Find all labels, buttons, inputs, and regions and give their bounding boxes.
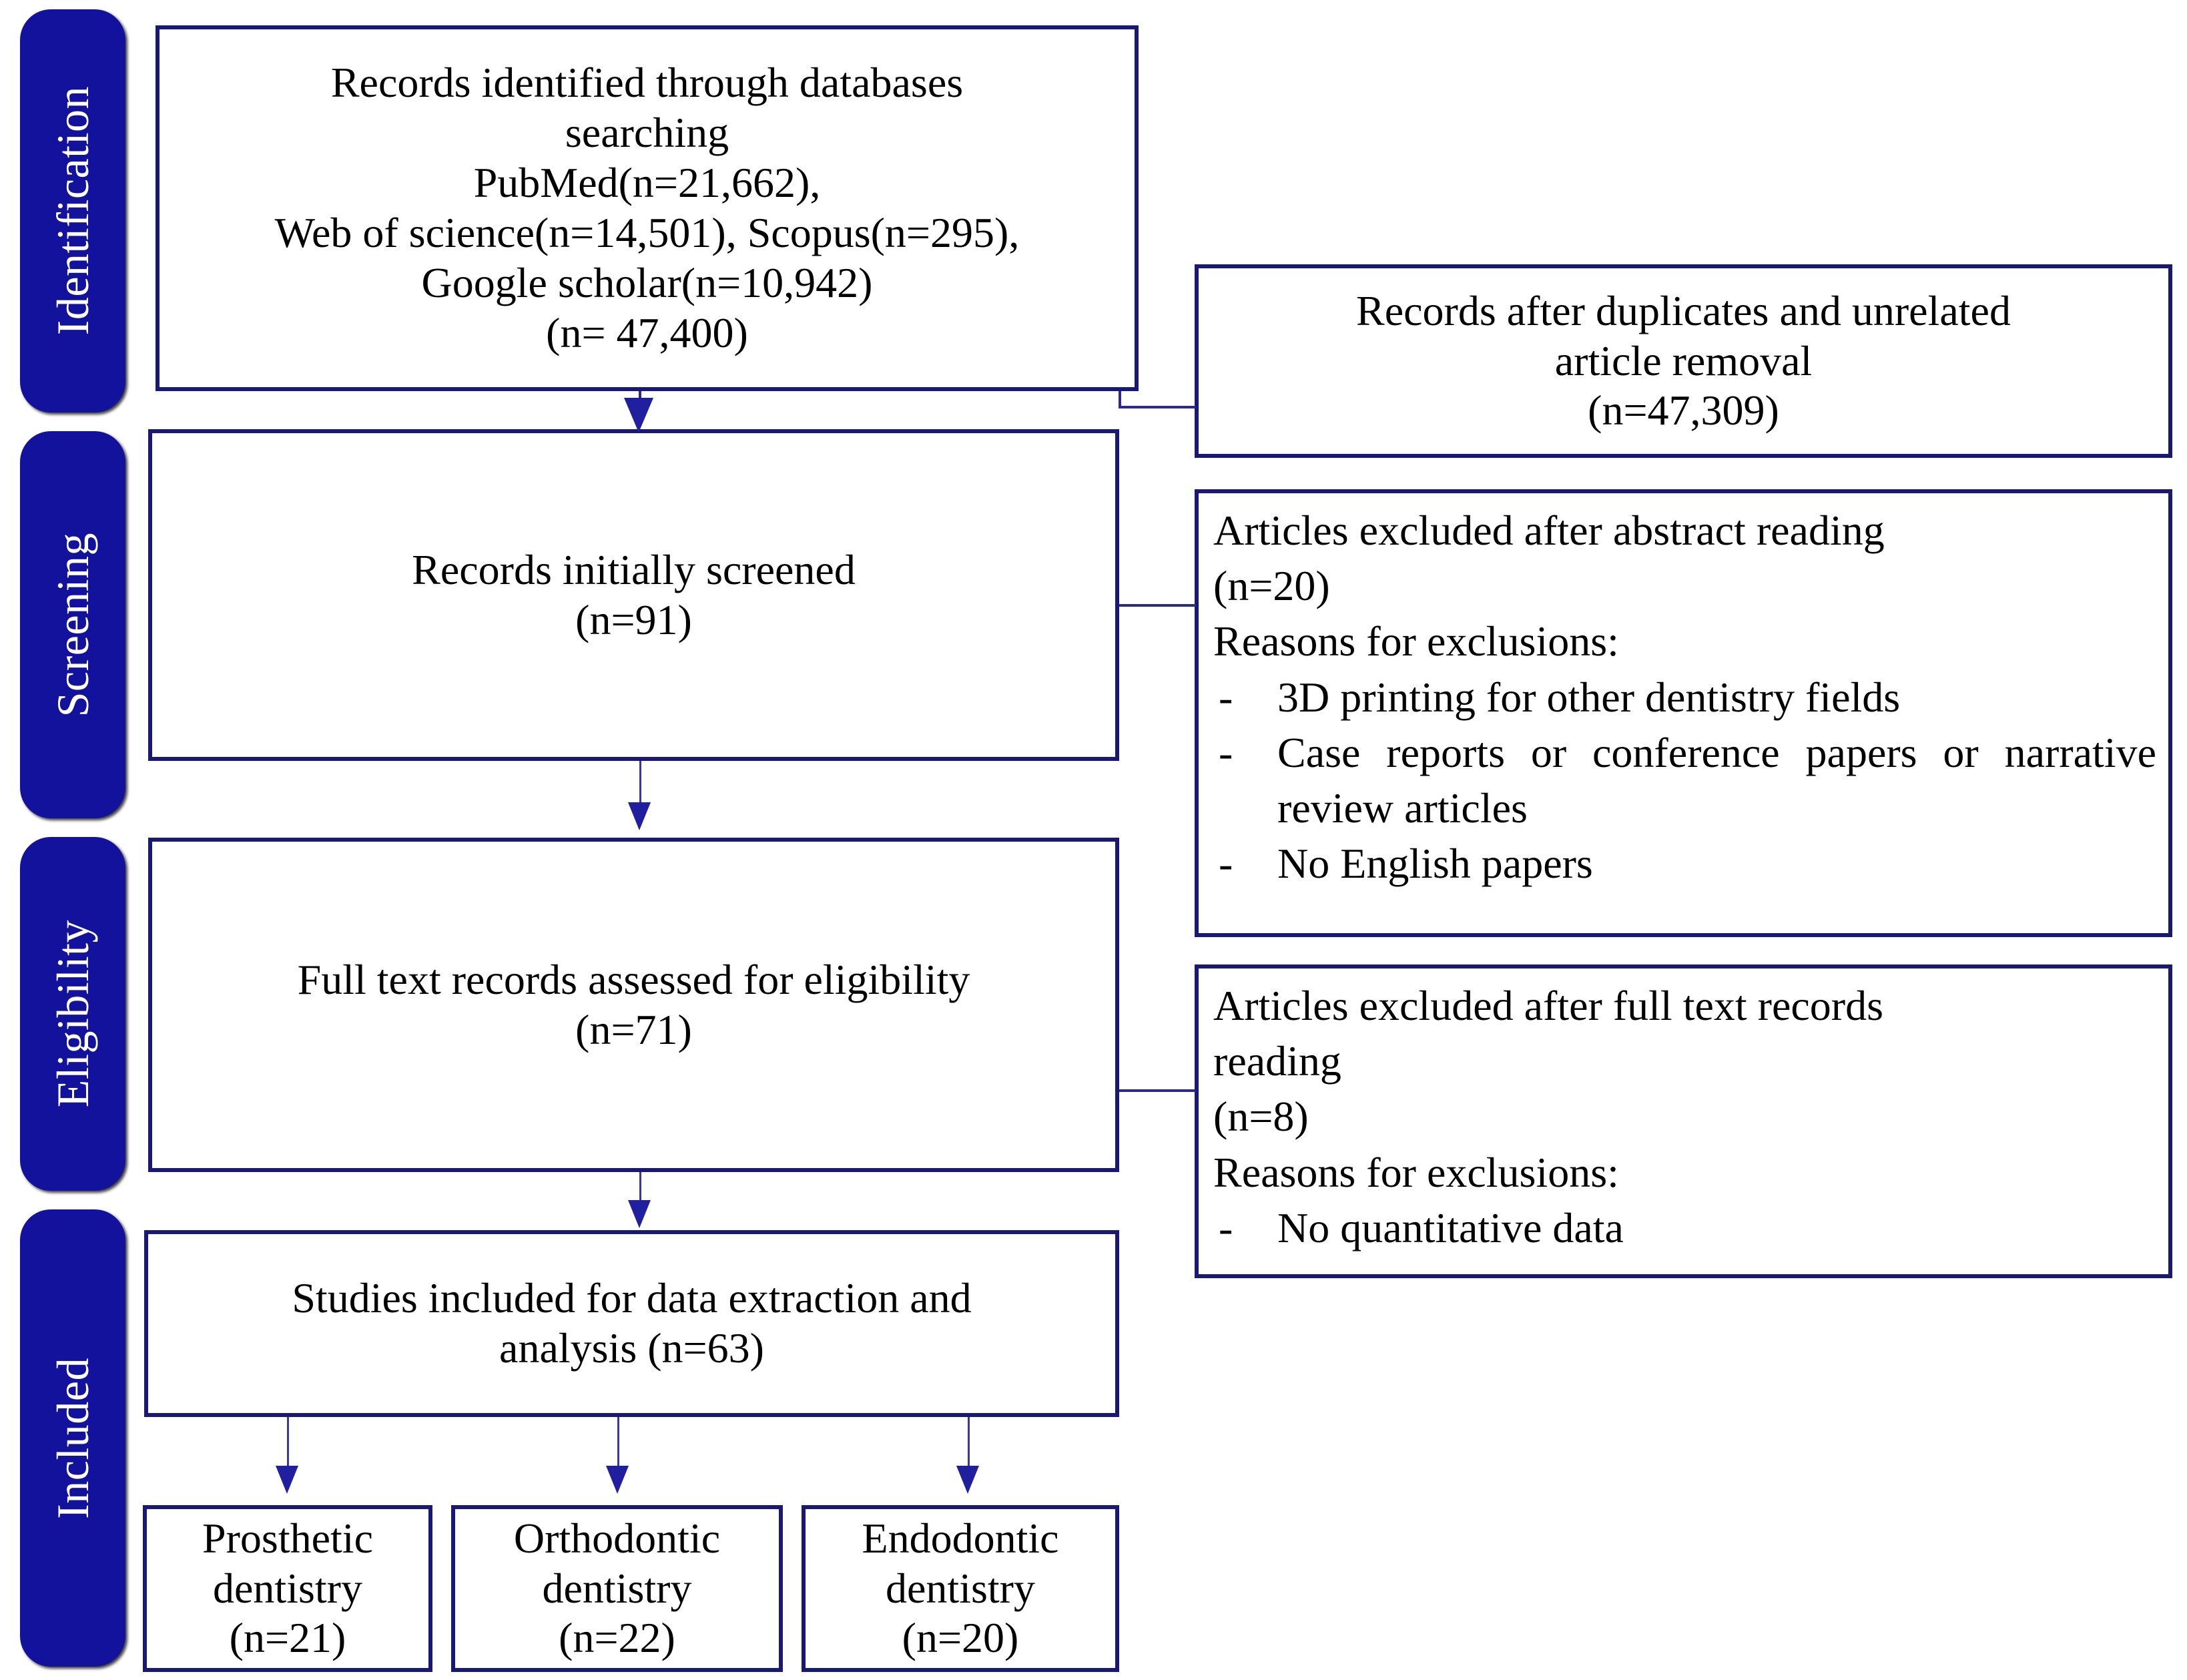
arrowhead-identified-to-screened [624,398,653,433]
stage-pill-identification: Identification [20,9,125,412]
side-box-records-after-removal-text: Records after duplicates and unrelated a… [1356,286,2011,435]
connector-screened-to-excluded-abstract [1119,604,1196,607]
reason-item: - Case reports or conference papers or n… [1213,725,2156,836]
reason-text: 3D printing for other dentistry fields [1277,673,1901,721]
reason-text: Case reports or conference papers or nar… [1277,728,2156,832]
bullet-dash: - [1219,673,1233,721]
arrowhead-fulltext-to-included [628,1200,651,1228]
side-box-excluded-fulltext: Articles excluded after full text record… [1195,964,2172,1278]
connector-included-to-endodontic [968,1417,970,1478]
side-box-excluded-abstract-reasons: - 3D printing for other dentistry fields… [1213,669,2156,892]
flow-box-records-screened-text: Records initially screened (n=91) [412,545,856,643]
stage-label-included: Included [47,1357,98,1519]
connector-identified-to-removal-riser [1119,391,1121,407]
outcome-box-prosthetic-text: Prosthetic dentistry (n=21) [202,1514,373,1662]
bullet-dash: - [1219,840,1233,888]
outcome-box-orthodontic: Orthodontic dentistry (n=22) [451,1505,783,1672]
outcome-box-prosthetic: Prosthetic dentistry (n=21) [143,1505,432,1672]
reason-text: No quantitative data [1277,1203,1624,1251]
stage-pill-included: Included [20,1209,125,1667]
connector-included-to-orthodontic [617,1417,619,1478]
outcome-box-endodontic-text: Endodontic dentistry (n=20) [862,1514,1059,1662]
flow-box-studies-included: Studies included for data extraction and… [144,1230,1119,1417]
reason-item: - No English papers [1213,836,2156,891]
side-box-excluded-fulltext-heading: Articles excluded after full text record… [1213,982,1883,1196]
bullet-dash: - [1219,728,1233,776]
arrowhead-included-to-endodontic [956,1466,979,1494]
flow-box-records-identified-text: Records identified through databases sea… [274,59,1020,356]
stage-label-identification: Identification [47,86,98,336]
stage-pill-screening: Screening [20,431,125,818]
arrowhead-included-to-orthodontic [606,1466,629,1494]
flow-box-records-screened: Records initially screened (n=91) [148,429,1119,761]
stage-label-eligibility: Eligibility [47,920,98,1108]
side-box-excluded-abstract-heading: Articles excluded after abstract reading… [1213,507,1885,665]
outcome-box-orthodontic-text: Orthodontic dentistry (n=22) [513,1514,721,1662]
connector-identified-to-removal [1119,406,1196,408]
connector-screened-to-fulltext [639,761,641,814]
side-box-excluded-abstract: Articles excluded after abstract reading… [1195,489,2172,937]
connector-included-to-prosthetic [287,1417,289,1478]
stage-pill-eligibility: Eligibility [20,837,125,1191]
connector-fulltext-to-included [639,1172,641,1219]
flow-box-full-text-assessed: Full text records assessed for eligibili… [148,838,1119,1172]
flow-box-studies-included-text: Studies included for data extraction and… [292,1274,972,1372]
side-box-excluded-fulltext-reasons: - No quantitative data [1213,1200,2156,1255]
connector-fulltext-to-excluded-fulltext [1119,1089,1196,1092]
arrowhead-screened-to-fulltext [628,802,651,830]
stage-label-screening: Screening [47,532,98,718]
flow-box-full-text-assessed-text: Full text records assessed for eligibili… [297,955,970,1053]
reason-item: - 3D printing for other dentistry fields [1213,669,2156,725]
outcome-box-endodontic: Endodontic dentistry (n=20) [802,1505,1119,1672]
arrowhead-included-to-prosthetic [276,1466,298,1494]
bullet-dash: - [1219,1203,1233,1251]
side-box-records-after-removal: Records after duplicates and unrelated a… [1195,264,2172,458]
reason-item: - No quantitative data [1213,1200,2156,1255]
flow-box-records-identified: Records identified through databases sea… [155,25,1139,391]
reason-text: No English papers [1277,840,1593,888]
